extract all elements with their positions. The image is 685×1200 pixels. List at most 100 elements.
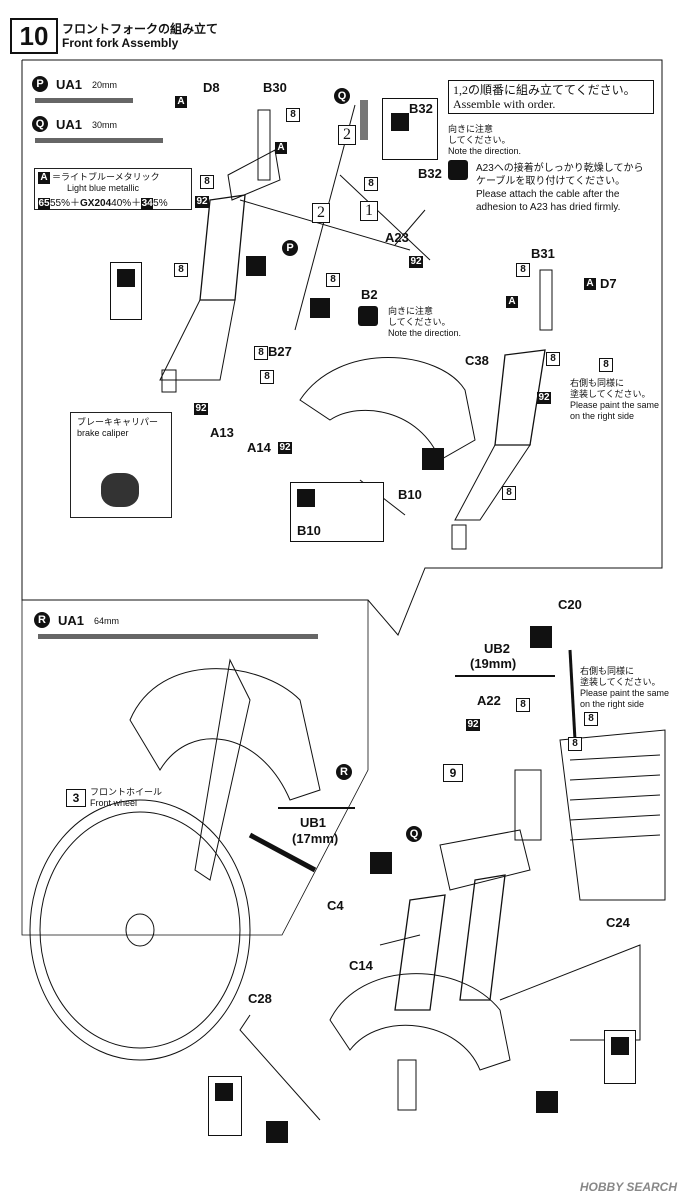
order-two-a: 2 xyxy=(338,125,356,145)
color-letter-a: A xyxy=(38,172,50,184)
cable-line4: adhesion to A23 has dried firmly. xyxy=(476,202,621,213)
b32-inset: B32 xyxy=(382,98,438,160)
label-d8: D8 xyxy=(203,80,220,95)
label-ub1-len: (17mm) xyxy=(292,831,339,846)
paint-a-4: A xyxy=(584,278,596,290)
label-ub2-len: (19mm) xyxy=(470,656,517,671)
clear-paint-icon xyxy=(117,269,135,287)
icon-box-left xyxy=(110,262,142,320)
color-note-box: A ＝ライトブルーメタリック Light blue metallic 6555%… xyxy=(34,168,192,210)
paint-92-fork: 92 xyxy=(195,196,209,208)
clear-icon-c28 xyxy=(215,1083,233,1101)
label-c38: C38 xyxy=(465,353,489,368)
b10-clear-icon xyxy=(297,489,315,507)
label-c24: C24 xyxy=(606,915,630,930)
step-title-en: Front fork Assembly xyxy=(62,36,179,50)
ua-letter-p: P xyxy=(32,76,48,92)
color-ja: ＝ライトブルーメタリック xyxy=(52,172,160,182)
color-gx: GX204 xyxy=(80,198,112,209)
order-notice: 1,2の順番に組み立ててください。 Assemble with order. xyxy=(448,80,654,114)
icon-box-c28 xyxy=(208,1076,242,1136)
paint-8-d7: 8 xyxy=(599,358,613,372)
ua-bar-q xyxy=(35,138,163,143)
paint-8-rfork: 8 xyxy=(502,486,516,500)
ua-name-p: UA1 xyxy=(56,77,83,92)
paint-a-3: A xyxy=(506,296,518,308)
label-a22: A22 xyxy=(477,693,501,708)
paint-92-a22: 92 xyxy=(466,719,480,731)
cable-line3: Please attach the cable after the xyxy=(476,189,620,200)
substep-9: 9 xyxy=(443,764,463,782)
label-d7: D7 xyxy=(600,276,617,291)
b10-inset: B10 xyxy=(290,482,384,542)
direction-en: Note the direction. xyxy=(448,146,522,156)
silver-icon-3 xyxy=(422,448,444,470)
ua-bar-p xyxy=(35,98,133,103)
paint-8-a22-c: 8 xyxy=(568,737,582,751)
label-b10-inset: B10 xyxy=(297,523,321,538)
direction-ja2: してください。 xyxy=(448,135,511,145)
label-ub1: UB1 xyxy=(300,815,327,830)
paint-92-a23: 92 xyxy=(409,256,423,268)
marker-p: P xyxy=(282,240,298,256)
direction2-ja2: してください。 xyxy=(388,317,451,327)
icon-box-c24 xyxy=(604,1030,636,1084)
direction-note-2: 向きに注意 してください。 Note the direction. xyxy=(388,306,461,339)
silver-icon-2 xyxy=(310,298,330,318)
label-b31: B31 xyxy=(531,246,555,261)
ua-bar-r xyxy=(38,634,318,639)
silver-icon-c24 xyxy=(536,1091,558,1113)
paint-8-lower: 8 xyxy=(174,263,188,277)
label-c14: C14 xyxy=(349,958,373,973)
ua-length-q: 30mm xyxy=(92,120,118,130)
caliper-ja: ブレーキキャリパー xyxy=(77,417,159,427)
rs-top-ja2: 塗装してください。 xyxy=(570,389,651,399)
color-ratio-1: 55%＋ xyxy=(50,198,81,209)
ua-length-r: 64mm xyxy=(94,616,120,626)
order-notice-ja: 1,2の順番に組み立ててください。 xyxy=(453,83,636,97)
paint-92-rfork: 92 xyxy=(537,392,551,404)
color-ratio-2: 40%＋ xyxy=(111,198,142,209)
ua-name-q: UA1 xyxy=(56,117,83,132)
order-two-b: 2 xyxy=(312,203,330,223)
step-title-ja: フロントフォークの組み立て xyxy=(62,22,219,36)
label-b30: B30 xyxy=(263,80,287,95)
caliper-en: brake caliper xyxy=(77,428,129,438)
direction-ja1: 向きに注意 xyxy=(448,124,494,134)
paint-8-b30: 8 xyxy=(286,108,300,122)
direction2-ja1: 向きに注意 xyxy=(388,306,434,316)
label-b32-inset: B32 xyxy=(409,101,433,116)
label-c28: C28 xyxy=(248,991,272,1006)
paint-8-right: 8 xyxy=(546,352,560,366)
wheel-num: 3 xyxy=(66,789,86,807)
order-notice-en: Assemble with order. xyxy=(453,97,556,111)
label-a14: A14 xyxy=(247,440,271,455)
silver-icon-c28 xyxy=(266,1121,288,1143)
label-c4: C4 xyxy=(327,898,344,913)
glue-icon xyxy=(448,160,468,180)
caliper-drawing xyxy=(101,473,139,507)
ua-letter-r: R xyxy=(34,612,50,628)
paint-8-b32: 8 xyxy=(364,177,378,191)
color-en: Light blue metallic xyxy=(67,183,140,193)
rs-bot-en1: Please paint the same xyxy=(580,688,670,698)
paint-8-a22-b: 8 xyxy=(584,712,598,726)
cable-line1: A23への接着がしっかり乾燥してから xyxy=(476,163,644,174)
step-number: 10 xyxy=(10,18,58,54)
label-b27: B27 xyxy=(268,344,292,359)
cable-line2: ケーブルを取り付けてください。 xyxy=(476,176,626,187)
wheel-ja: フロントホイール xyxy=(90,787,163,797)
marker-q-top: Q xyxy=(334,88,350,104)
paint-8-a22-a: 8 xyxy=(516,698,530,712)
ua-length-p: 20mm xyxy=(92,80,118,90)
marker-r: R xyxy=(336,764,352,780)
direction2-en: Note the direction. xyxy=(388,328,462,338)
paint-a-2: A xyxy=(275,142,287,154)
silver-icon-c20 xyxy=(530,626,552,648)
color-code-34: 34 xyxy=(141,198,154,210)
paint-8-b2: 8 xyxy=(326,273,340,287)
ua-name-r: UA1 xyxy=(58,613,85,628)
wheel-en: Front wheel xyxy=(90,798,138,808)
label-ub2: UB2 xyxy=(484,641,511,656)
paint-8-b27: 8 xyxy=(254,346,268,360)
